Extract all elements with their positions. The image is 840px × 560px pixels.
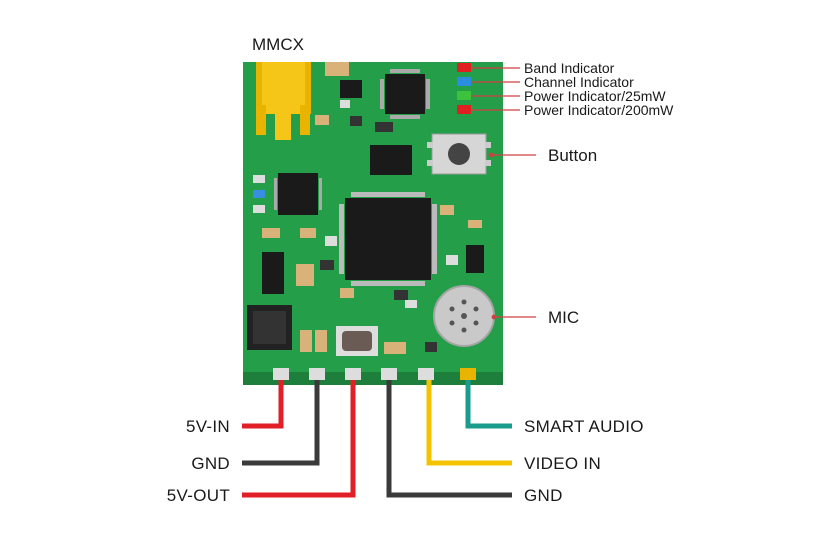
wire-gnd-left bbox=[242, 380, 320, 466]
led-power-200 bbox=[457, 105, 471, 114]
wire-video-in bbox=[426, 380, 512, 466]
mmcx-connector bbox=[256, 62, 311, 140]
power-200-label: Power Indicator/200mW bbox=[524, 102, 674, 118]
pin-label-5v-in: 5V-IN bbox=[186, 417, 230, 436]
led-channel bbox=[457, 77, 471, 86]
pcb-board-shade bbox=[243, 372, 503, 385]
wire-5v-out bbox=[242, 380, 356, 498]
pin-label-gnd-left: GND bbox=[191, 454, 230, 473]
mic-label: MIC bbox=[548, 308, 579, 327]
channel-indicator-label: Channel Indicator bbox=[524, 74, 634, 90]
power-25-label: Power Indicator/25mW bbox=[524, 88, 666, 104]
main-ic-chip bbox=[339, 192, 437, 286]
leader-lines bbox=[471, 67, 536, 320]
microphone bbox=[433, 285, 495, 347]
tactile-button bbox=[427, 133, 491, 175]
button-label: Button bbox=[548, 146, 597, 165]
wire-5v-in bbox=[242, 380, 284, 429]
led-power-25 bbox=[457, 91, 471, 100]
wire-gnd-right bbox=[386, 380, 512, 498]
pin-label-gnd-right: GND bbox=[524, 486, 563, 505]
led-band bbox=[457, 63, 471, 72]
pin-pads bbox=[273, 368, 476, 380]
pin-label-5v-out: 5V-OUT bbox=[167, 486, 230, 505]
wire-smart-audio bbox=[465, 380, 512, 429]
mmcx-label: MMCX bbox=[252, 35, 304, 54]
top-ic-chip bbox=[380, 69, 430, 119]
pin-label-smart-audio: SMART AUDIO bbox=[524, 417, 644, 436]
left-ic-chip bbox=[274, 173, 322, 215]
inductor bbox=[247, 305, 292, 350]
pin-label-video-in: VIDEO IN bbox=[524, 454, 601, 473]
crystal bbox=[336, 326, 378, 356]
band-indicator-label: Band Indicator bbox=[524, 60, 615, 76]
wires bbox=[242, 380, 512, 498]
